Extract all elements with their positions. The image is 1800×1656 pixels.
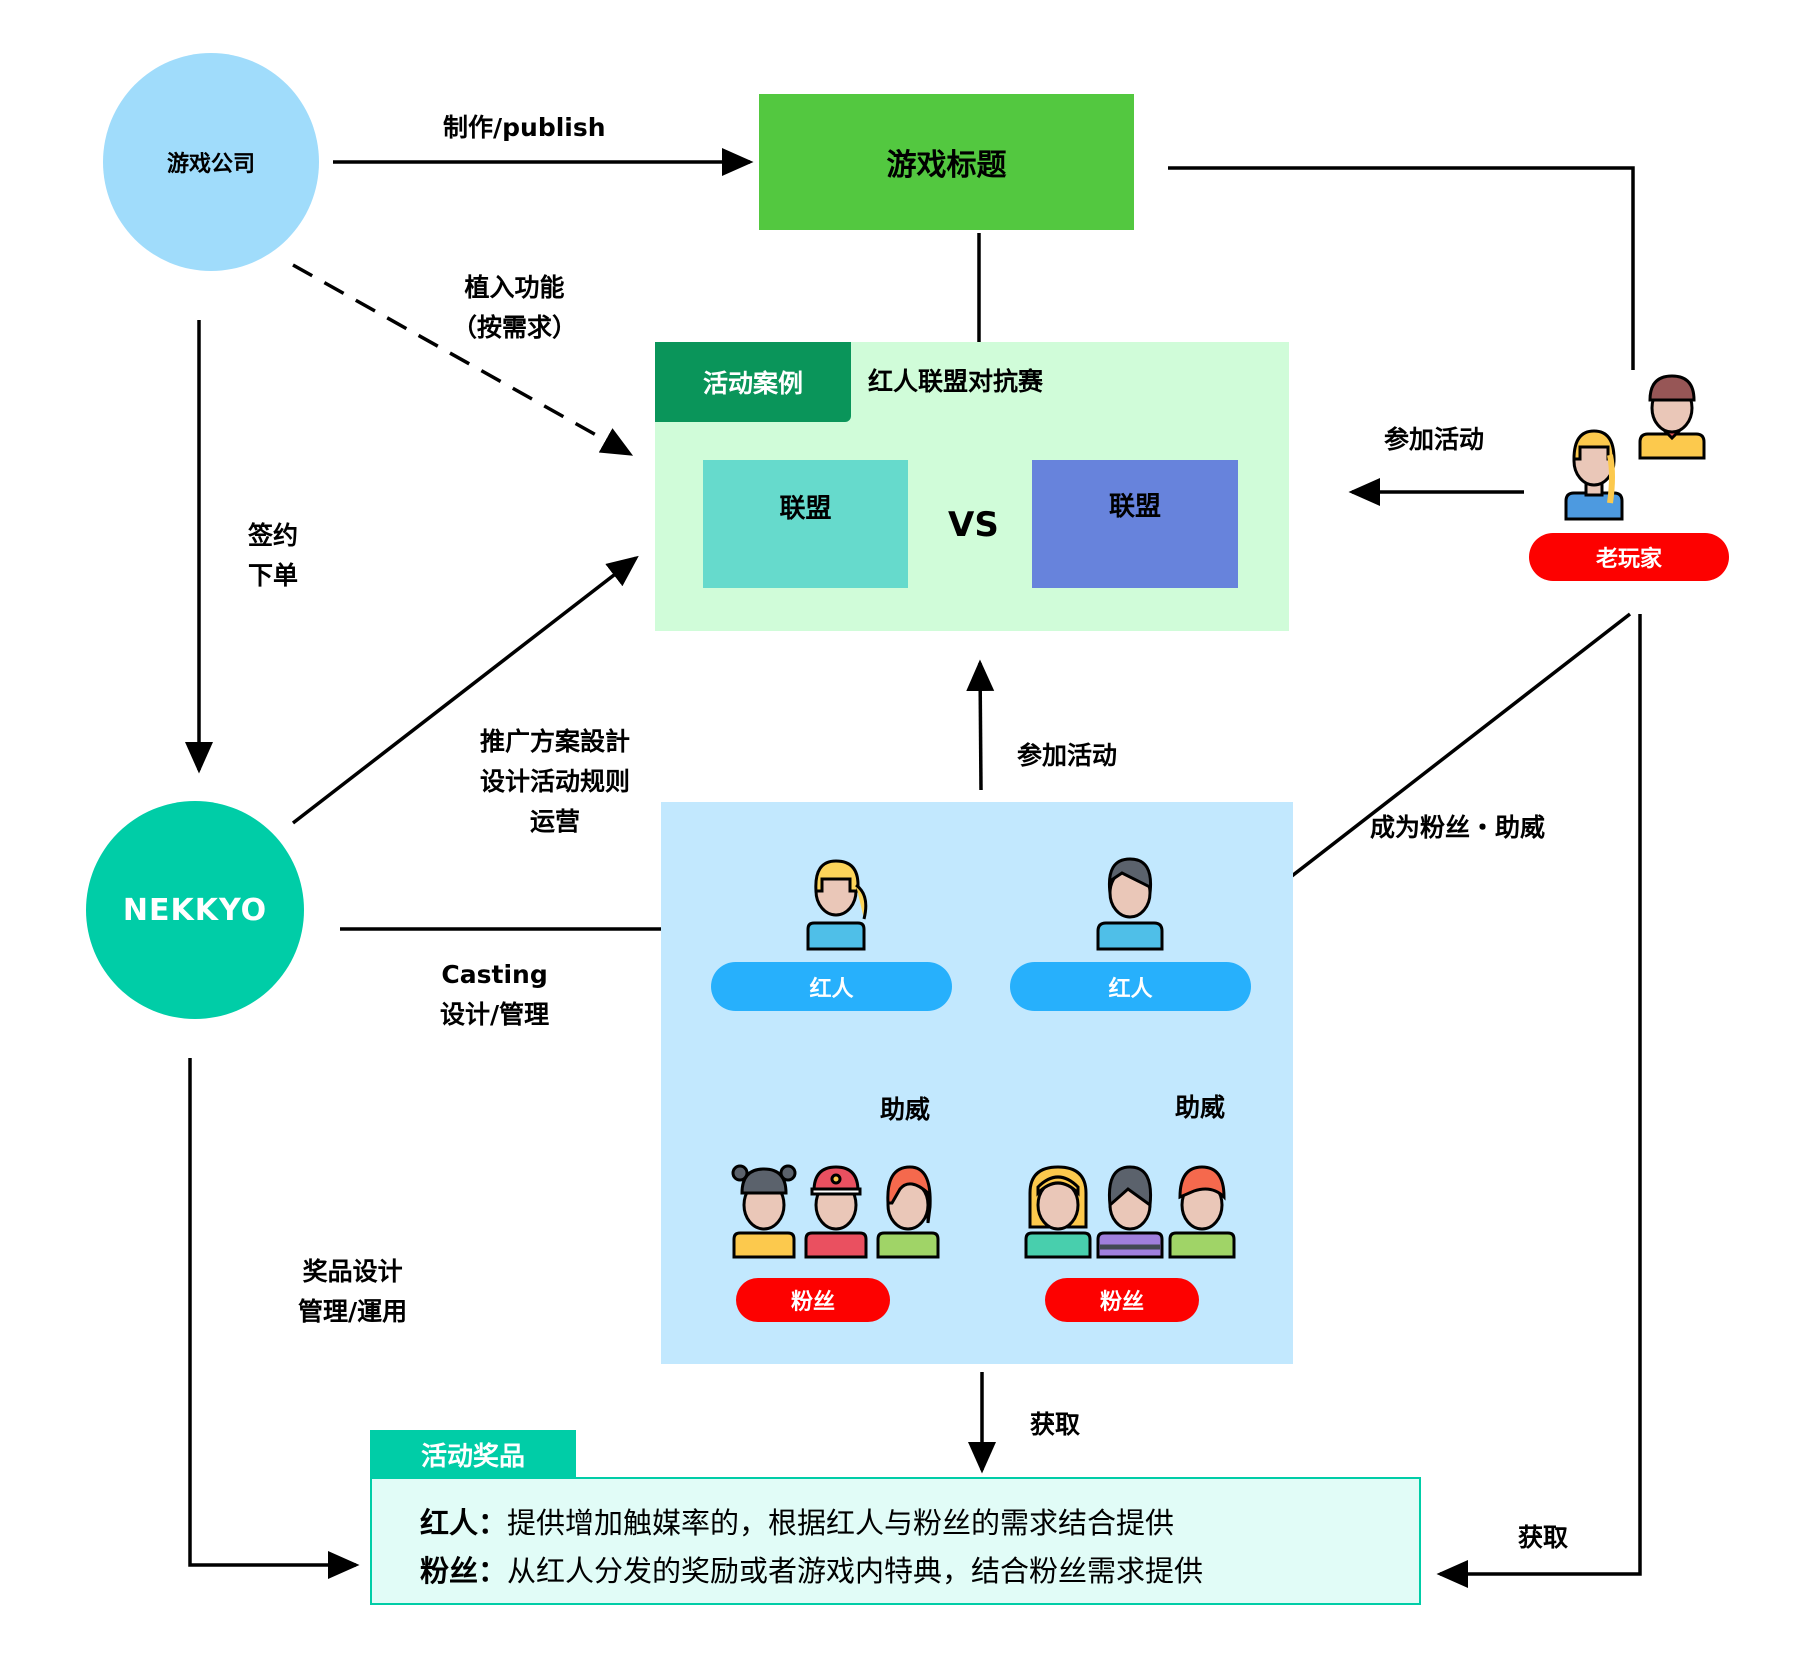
casting-label: Casting 设计/管理 [440, 955, 549, 1035]
sign-order-line2: 下单 [248, 561, 299, 590]
embed-feature-line1: 植入功能 [464, 273, 565, 302]
embed-feature-line2: （按需求） [452, 313, 578, 342]
edge-influencers-to-case [966, 659, 995, 791]
alliance-b-box[interactable]: 联盟 [1032, 460, 1238, 588]
promotion-plan-line2: 设计活动规则 [480, 767, 631, 796]
influencer-a-badge[interactable]: 红人 [711, 962, 952, 1011]
edge-nekkyo-to-prizes [188, 1058, 360, 1579]
activity-case-tab-label: 活动案例 [702, 369, 803, 398]
alliance-a-box[interactable]: 联盟 [703, 460, 908, 588]
game-title-node[interactable]: 游戏标题 [759, 94, 1134, 230]
edge-nekkyo-to-case [291, 555, 639, 825]
publish-label: 制作/publish [443, 113, 606, 142]
girl-buns-avatar-icon [731, 1164, 797, 1259]
prize-row-influencer: 红人：提供增加触媒率的，根据红人与粉丝的需求结合提供 [420, 1499, 1419, 1547]
prize-row-text: 从红人分发的奖励或者游戏内特典，结合粉丝需求提供 [507, 1554, 1204, 1588]
influencer-panel [661, 802, 1293, 1364]
prize-design-line1: 奖品设计 [302, 1257, 403, 1286]
activity-case-tab: 活动案例 [655, 342, 851, 422]
boy-avatar-icon [1096, 857, 1164, 951]
fans-a-badge[interactable]: 粉丝 [736, 1278, 890, 1322]
edge-title-to-veterans [1168, 166, 1635, 370]
girl-ponytail-avatar-icon [806, 859, 868, 951]
influencer-b-badge[interactable]: 红人 [1010, 962, 1251, 1011]
cheer-b-label: 助威 [1175, 1093, 1226, 1122]
girl-blonde-avatar-icon [1024, 1165, 1092, 1259]
game-title-label: 游戏标题 [886, 148, 1007, 183]
become-fans-label: 成为粉丝・助威 [1370, 813, 1546, 842]
nekkyo-node[interactable]: NEKKYO [86, 801, 304, 1019]
embed-feature-label: 植入功能 （按需求） [452, 268, 577, 348]
activity-prizes-tab: 活动奖品 [370, 1430, 576, 1478]
vs-label: VS [948, 505, 999, 545]
prize-row-key: 红人： [420, 1506, 508, 1540]
alliance-b-label: 联盟 [1108, 492, 1161, 522]
activity-prizes-tab-label: 活动奖品 [420, 1441, 525, 1472]
boy-beanie-avatar-icon [1638, 374, 1706, 460]
casting-line1: Casting [441, 960, 548, 989]
alliance-a-label: 联盟 [779, 494, 832, 524]
activity-case-title: 红人联盟对抗赛 [868, 367, 1044, 396]
boy-cap-avatar-icon [804, 1165, 868, 1259]
prize-row-fans: 粉丝：从红人分发的奖励或者游戏内特典，结合粉丝需求提供 [420, 1547, 1419, 1595]
edge-veterans-to-influencer-b [1245, 612, 1632, 913]
boy-gray-hair-avatar-icon [1096, 1165, 1164, 1259]
join-activity-influencers-label: 参加活动 [1017, 741, 1118, 770]
game-company-node[interactable]: 游戏公司 [103, 53, 319, 271]
veteran-players-badge[interactable]: 老玩家 [1529, 533, 1729, 581]
fans-b-badge[interactable]: 粉丝 [1045, 1278, 1199, 1322]
girl-orange-hair-avatar-icon [1168, 1165, 1236, 1259]
promotion-plan-line1: 推广方案設計 [480, 727, 631, 756]
obtain-b-label: 获取 [1518, 1523, 1569, 1552]
obtain-a-label: 获取 [1030, 1410, 1081, 1439]
girl-braid-avatar-icon [1564, 429, 1624, 521]
promotion-plan-line3: 运营 [530, 807, 581, 836]
game-company-label: 游戏公司 [166, 152, 255, 177]
prize-row-key: 粉丝： [420, 1554, 508, 1588]
girl-red-hair-avatar-icon [876, 1165, 940, 1259]
promotion-plan-label: 推广方案設計 设计活动规则 运营 [480, 722, 630, 842]
nekkyo-label: NEKKYO [122, 892, 268, 928]
casting-line2: 设计/管理 [440, 1000, 550, 1029]
prize-design-line2: 管理/運用 [298, 1297, 408, 1326]
edge-veterans-to-prizes [1436, 614, 1642, 1588]
sign-order-label: 签约 下单 [248, 516, 298, 596]
prize-design-label: 奖品设计 管理/運用 [298, 1252, 407, 1332]
prize-row-text: 提供增加触媒率的，根据红人与粉丝的需求结合提供 [507, 1506, 1175, 1540]
edge-company-to-case-dashed [292, 263, 634, 456]
join-activity-veterans-label: 参加活动 [1384, 425, 1485, 454]
sign-order-line1: 签约 [248, 521, 299, 550]
cheer-a-label: 助威 [880, 1095, 931, 1124]
activity-prizes-box: 红人：提供增加触媒率的，根据红人与粉丝的需求结合提供 粉丝：从红人分发的奖励或者… [370, 1477, 1421, 1605]
